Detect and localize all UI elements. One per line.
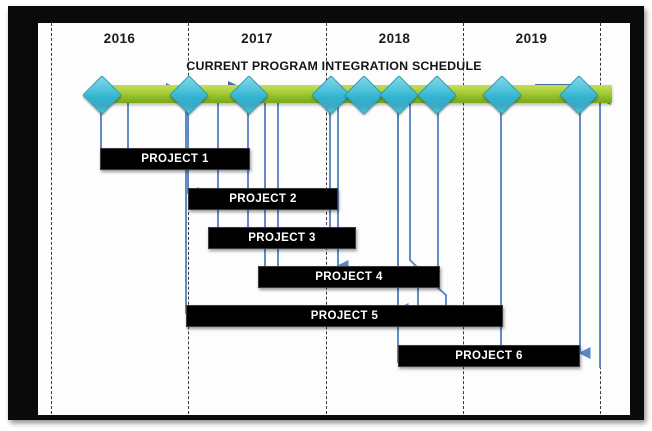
milestone-diamond[interactable] — [482, 75, 522, 115]
milestone-diamond[interactable] — [417, 75, 457, 115]
project-bar-label: PROJECT 6 — [455, 350, 523, 362]
milestone-diamond[interactable] — [229, 75, 269, 115]
milestone-diamond[interactable] — [344, 75, 384, 115]
project-bar-1[interactable]: PROJECT 1 — [100, 148, 250, 170]
project-bar-4[interactable]: PROJECT 4 — [258, 266, 440, 288]
project-bar-2[interactable]: PROJECT 2 — [188, 188, 338, 210]
year-label-2019: 2019 — [515, 31, 548, 46]
gantt-chart-canvas: 2016 2017 2018 2019 CURRENT PROGRAM INTE… — [38, 23, 630, 415]
milestone-diamond[interactable] — [169, 75, 209, 115]
project-bar-label: PROJECT 3 — [248, 232, 316, 244]
year-divider-line — [600, 23, 601, 415]
year-label-2016: 2016 — [103, 31, 136, 46]
project-bar-3[interactable]: PROJECT 3 — [208, 227, 356, 249]
project-bar-6[interactable]: PROJECT 6 — [398, 345, 580, 367]
year-divider-line — [463, 23, 464, 415]
year-divider-line — [326, 23, 327, 415]
project-bar-label: PROJECT 5 — [310, 310, 379, 322]
milestone-diamond[interactable] — [559, 75, 599, 115]
project-bar-label: PROJECT 1 — [141, 153, 209, 165]
year-label-2018: 2018 — [378, 31, 411, 46]
year-divider-line — [51, 23, 52, 415]
chart-outer-frame: 2016 2017 2018 2019 CURRENT PROGRAM INTE… — [8, 6, 644, 420]
chart-title: CURRENT PROGRAM INTEGRATION SCHEDULE — [186, 59, 482, 73]
year-divider-line — [188, 23, 189, 415]
year-label-2017: 2017 — [241, 31, 273, 46]
milestone-diamond[interactable] — [82, 75, 122, 115]
project-bar-5[interactable]: PROJECT 5 — [186, 305, 503, 327]
project-bar-label: PROJECT 2 — [229, 193, 297, 205]
project-bar-label: PROJECT 4 — [315, 271, 383, 283]
milestone-diamond[interactable] — [379, 75, 419, 115]
